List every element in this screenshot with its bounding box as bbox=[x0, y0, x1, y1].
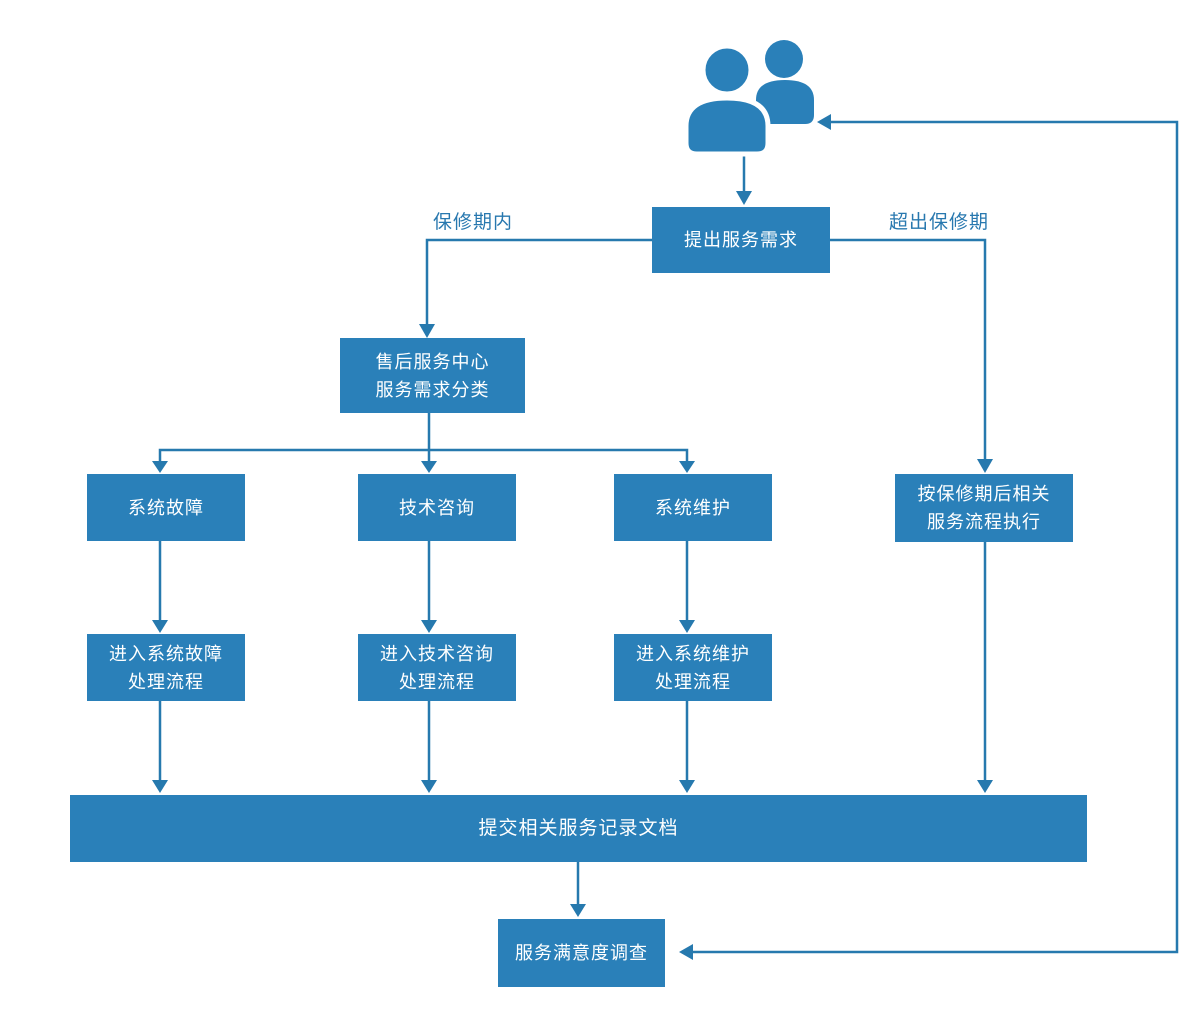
node-label-line2: 处理流程 bbox=[128, 671, 204, 692]
node-label-line2: 服务流程执行 bbox=[927, 512, 1041, 532]
edge-label-in-warranty: 保修期内 bbox=[433, 212, 514, 233]
node-maintenance-process: 进入系统维护 处理流程 bbox=[614, 634, 772, 701]
node-label: 提出服务需求 bbox=[684, 230, 798, 250]
node-label-line2: 处理流程 bbox=[399, 671, 475, 692]
edge-service-center-split bbox=[158, 413, 689, 462]
edge-request-to-service-center bbox=[425, 238, 652, 325]
node-label: 系统维护 bbox=[655, 497, 731, 518]
node-label-line1: 按保修期后相关 bbox=[917, 484, 1051, 504]
node-fault-process: 进入系统故障 处理流程 bbox=[87, 634, 245, 701]
edge-label-out-of-warranty: 超出保修期 bbox=[889, 212, 990, 233]
node-satisfaction-survey: 服务满意度调查 bbox=[498, 919, 665, 987]
node-label-line2: 服务需求分类 bbox=[375, 379, 490, 400]
node-label: 服务满意度调查 bbox=[515, 943, 648, 963]
node-system-fault: 系统故障 bbox=[87, 474, 245, 541]
node-label-line1: 进入技术咨询 bbox=[380, 643, 494, 664]
node-submit-records: 提交相关服务记录文档 bbox=[70, 795, 1087, 862]
node-label-line2: 处理流程 bbox=[655, 671, 731, 692]
node-label-line1: 进入系统故障 bbox=[109, 643, 223, 664]
users-icon bbox=[683, 40, 814, 157]
node-service-center: 售后服务中心 服务需求分类 bbox=[340, 338, 525, 413]
node-label-line1: 售后服务中心 bbox=[375, 351, 490, 372]
edge-feedback-line bbox=[693, 120, 1179, 954]
node-label: 系统故障 bbox=[128, 497, 204, 518]
node-post-warranty-process: 按保修期后相关 服务流程执行 bbox=[895, 474, 1073, 542]
node-label: 提交相关服务记录文档 bbox=[478, 817, 679, 839]
node-tech-consult: 技术咨询 bbox=[358, 474, 516, 541]
node-consult-process: 进入技术咨询 处理流程 bbox=[358, 634, 516, 701]
arrowheads bbox=[152, 114, 993, 960]
edge-request-to-post-warranty bbox=[830, 238, 987, 460]
node-system-maintenance: 系统维护 bbox=[614, 474, 772, 541]
node-label: 技术咨询 bbox=[399, 497, 475, 518]
node-label-line1: 进入系统维护 bbox=[636, 643, 750, 664]
node-request: 提出服务需求 bbox=[652, 207, 830, 273]
